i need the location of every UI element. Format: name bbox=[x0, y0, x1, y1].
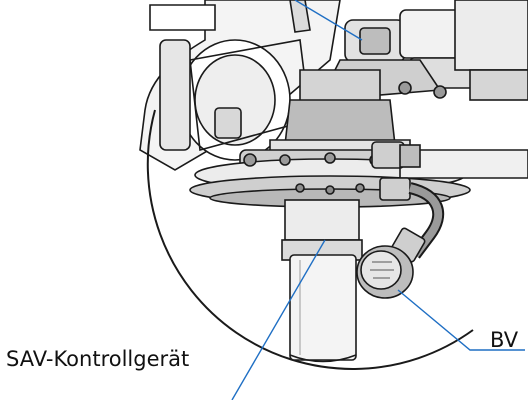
leader-bv bbox=[397, 289, 525, 351]
detail-circle bbox=[146, 109, 474, 370]
sav-control-device-label: SAV-Kontrollgerät bbox=[6, 347, 190, 371]
leader-sav bbox=[231, 239, 326, 400]
bv-gauge bbox=[356, 245, 414, 299]
leader-top bbox=[294, 0, 363, 41]
machine-housing-background bbox=[139, 0, 341, 171]
leader-lines bbox=[231, 0, 525, 400]
sav-control-device bbox=[281, 199, 363, 363]
bv-label: BV bbox=[490, 328, 519, 352]
